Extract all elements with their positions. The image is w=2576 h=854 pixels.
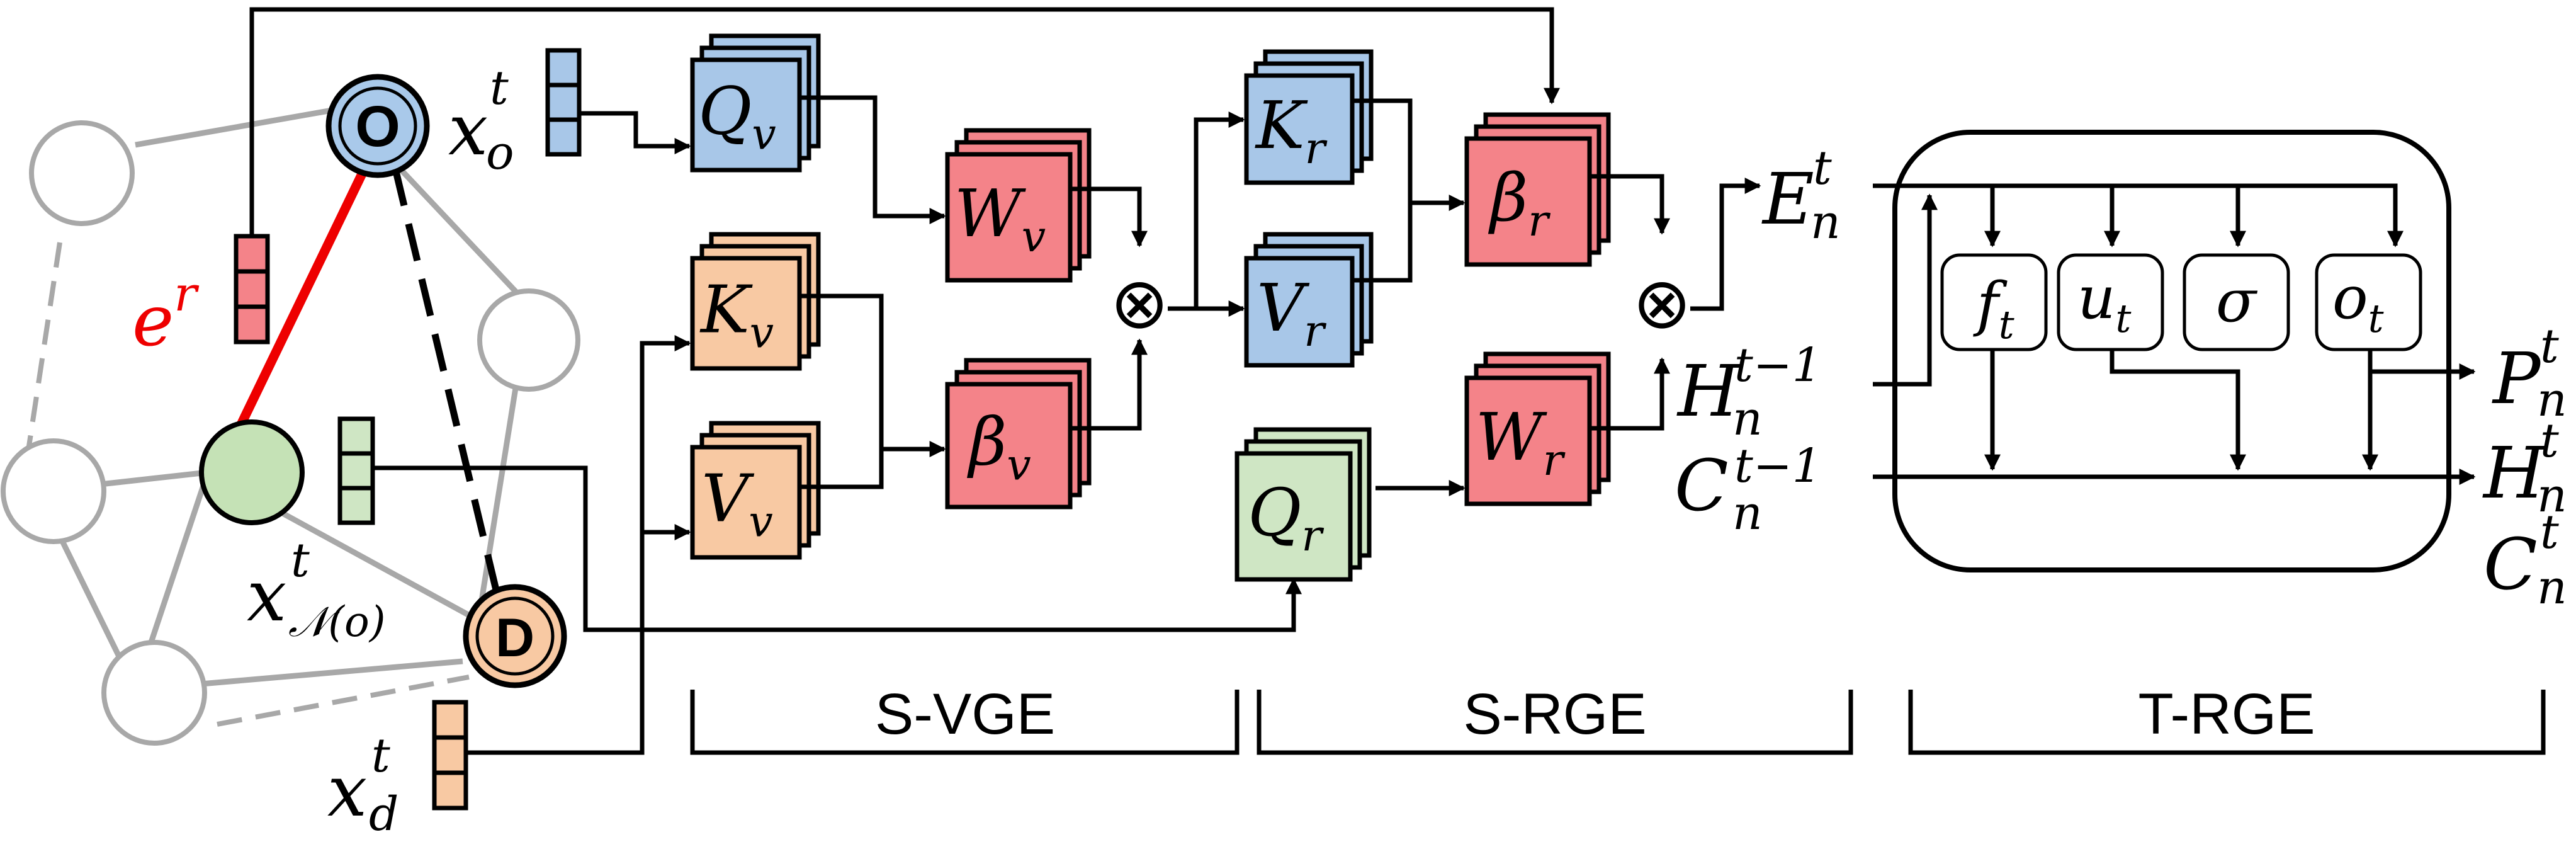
trge-bracket bbox=[1908, 690, 2546, 755]
svge-section-label: S-VGE bbox=[875, 682, 1055, 746]
lstm-gates bbox=[1940, 253, 2422, 351]
svg-text:H: H bbox=[2482, 433, 2546, 515]
gate-sigma-box bbox=[2183, 253, 2290, 351]
svge-v-block-label: Vv bbox=[701, 460, 773, 547]
srge-beta-block: βr bbox=[1464, 112, 1611, 267]
multiply-operators: ⊗ ⊗ bbox=[1110, 264, 1692, 343]
input-e-label: E t n bbox=[1761, 141, 1841, 249]
gate-u-box bbox=[2057, 253, 2164, 351]
svg-text:n: n bbox=[2537, 373, 2567, 427]
svg-text:n: n bbox=[2537, 561, 2567, 615]
origin-node-label: O bbox=[355, 94, 400, 159]
gate-o-label: ot bbox=[2332, 264, 2384, 341]
input-h-label: H t−1 n bbox=[1676, 338, 1822, 446]
srge-k-block-label: Kr bbox=[1255, 87, 1328, 174]
gate-u-label: ut bbox=[2077, 264, 2132, 341]
neighbor-node bbox=[199, 419, 305, 525]
srge-k-block: Kr bbox=[1244, 49, 1374, 185]
origin-feature-label: x t o bbox=[448, 61, 514, 180]
lstm-cell bbox=[1892, 130, 2451, 572]
svg-text:d: d bbox=[369, 787, 398, 841]
svg-text:x: x bbox=[448, 89, 488, 171]
edge-feature-label: er bbox=[132, 266, 200, 362]
svge-beta-block: βv bbox=[945, 358, 1092, 510]
svg-text:n: n bbox=[2537, 469, 2567, 523]
destination-node bbox=[463, 584, 567, 688]
gate-sigma-label: σ bbox=[2216, 267, 2258, 336]
svg-text:C: C bbox=[2483, 524, 2538, 606]
srge-q-block-label: Qr bbox=[1248, 474, 1324, 561]
svge-beta-block-label: βv bbox=[966, 404, 1031, 491]
destination-feature-label: x t d bbox=[327, 729, 398, 841]
svg-text:H: H bbox=[1676, 351, 1741, 433]
svge-w-block: Wv bbox=[945, 128, 1092, 283]
svg-text:x: x bbox=[247, 555, 286, 637]
lstm-io-labels: E t n H t−1 n C t−1 n P t n H t n C t n bbox=[1675, 141, 2567, 615]
destination-node-label: D bbox=[495, 608, 534, 668]
srge-v-block: Vr bbox=[1244, 232, 1374, 368]
graph-gray-nodes bbox=[1, 120, 580, 746]
origin-node bbox=[325, 74, 430, 178]
svge-v-block: Vv bbox=[690, 421, 821, 560]
svg-text:t: t bbox=[291, 533, 310, 588]
svg-text:t: t bbox=[490, 61, 509, 115]
road-graph: O D bbox=[1, 74, 580, 746]
svge-multiply-operator: ⊗ bbox=[1110, 264, 1169, 343]
gate-f-box bbox=[1940, 253, 2048, 351]
srge-w-block: Wr bbox=[1464, 351, 1611, 506]
section-brackets bbox=[690, 690, 2546, 755]
output-c-label: C t n bbox=[2483, 505, 2567, 615]
input-c-label: C t−1 n bbox=[1675, 439, 1822, 540]
destination-feature-vector bbox=[432, 700, 468, 811]
lstm-gate-labels: ft ut σ ot bbox=[1973, 264, 2384, 348]
svg-text:P: P bbox=[2492, 338, 2541, 420]
svge-k-block: Kv bbox=[690, 232, 821, 371]
edge-feature-vector bbox=[234, 234, 270, 344]
svg-text:n: n bbox=[1732, 392, 1763, 446]
gate-o-box bbox=[2315, 253, 2422, 351]
svg-text:o: o bbox=[486, 126, 514, 180]
srge-q-block: Qr bbox=[1234, 427, 1372, 582]
feature-vectors bbox=[234, 48, 582, 811]
svge-q-block: Qv bbox=[690, 33, 821, 173]
svg-text:t: t bbox=[371, 729, 390, 783]
neighbor-feature-label: x t 𝒩(o) bbox=[247, 533, 385, 646]
svg-text:t: t bbox=[2540, 505, 2559, 559]
origin-feature-vector bbox=[545, 48, 582, 157]
output-p-label: P t n bbox=[2492, 319, 2567, 427]
svg-text:n: n bbox=[1811, 195, 1841, 249]
srge-v-block-label: Vr bbox=[1257, 270, 1326, 356]
svge-bracket bbox=[690, 690, 1240, 755]
neighbor-feature-vector bbox=[337, 416, 375, 525]
svg-text:t: t bbox=[2540, 319, 2559, 373]
svge-w-block-label: Wv bbox=[954, 175, 1046, 262]
svg-text:C: C bbox=[1675, 445, 1729, 527]
svg-text:t: t bbox=[1813, 141, 1832, 195]
srge-beta-block-label: βr bbox=[1488, 159, 1551, 246]
connections bbox=[249, 7, 2476, 755]
od-red-edge bbox=[235, 168, 368, 431]
svg-text:x: x bbox=[327, 751, 367, 833]
output-h-label: H t n bbox=[2482, 414, 2567, 523]
svge-k-block-label: Kv bbox=[699, 271, 774, 358]
srge-bracket bbox=[1257, 690, 1853, 755]
srge-section-label: S-RGE bbox=[1463, 682, 1646, 746]
svg-text:n: n bbox=[1732, 486, 1763, 540]
graph-gray-dashed-edges bbox=[26, 242, 470, 727]
od-dashed-edge bbox=[392, 168, 501, 596]
svg-text:t−1: t−1 bbox=[1734, 338, 1822, 392]
svg-text:t−1: t−1 bbox=[1734, 439, 1822, 493]
srge-multiply-operator: ⊗ bbox=[1632, 264, 1692, 343]
srge-w-block-label: Wr bbox=[1476, 399, 1566, 486]
svg-text:E: E bbox=[1761, 159, 1814, 241]
trge-section-label: T-RGE bbox=[2138, 682, 2315, 746]
svge-q-block-label: Qv bbox=[698, 73, 776, 160]
svg-text:𝒩(o): 𝒩(o) bbox=[288, 598, 385, 646]
svg-text:t: t bbox=[2540, 414, 2559, 468]
